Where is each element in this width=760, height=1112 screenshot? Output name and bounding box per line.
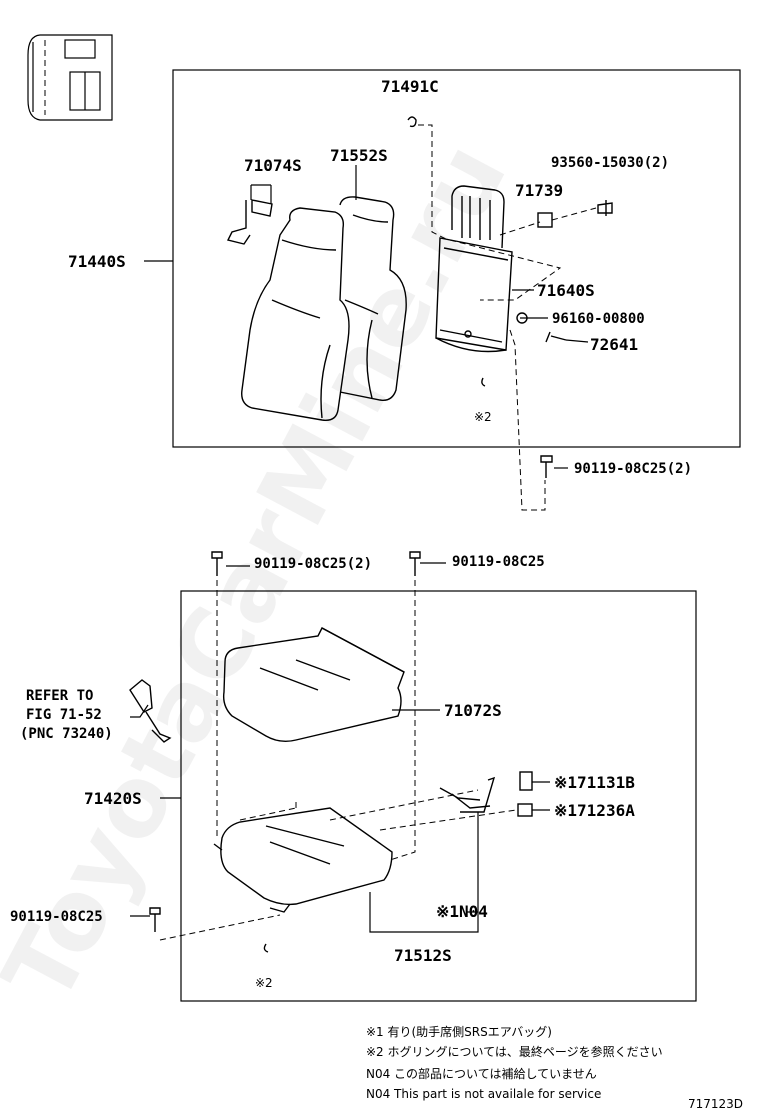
- bolt-90119-upper-illustration: [540, 455, 553, 478]
- vehicle-thumbnail: [27, 34, 113, 121]
- footnote-2: ※2 ホグリングについては、最終ページを参照ください: [366, 1044, 663, 1059]
- footnote-3: N04 この部品については補給していません: [366, 1066, 597, 1081]
- footnote-4: N04 This part is not availale for servic…: [366, 1087, 601, 1101]
- clip-71491c-illustration: [407, 116, 417, 128]
- wire-harness-illustration: [439, 776, 496, 813]
- label-72641[interactable]: 72641: [590, 335, 638, 354]
- part-171236a-illustration: [517, 803, 533, 817]
- bolt-90119-right-illustration: [409, 551, 421, 576]
- seat-belt-buckle-illustration: [129, 679, 172, 743]
- label-71739[interactable]: 71739: [515, 181, 563, 200]
- note-hog-ring-upper: ※2: [474, 410, 492, 424]
- bolt-90119-bottom-illustration: [149, 907, 161, 932]
- cushion-71739-illustration: [537, 212, 553, 228]
- refer-line-3[interactable]: (PNC 73240): [20, 726, 113, 742]
- figure-id: 717123D: [688, 1097, 743, 1111]
- footnote-1: ※1 有り(助手席側SRSエアバッグ): [366, 1024, 552, 1039]
- seat-cushion-pad-illustration: [213, 807, 393, 913]
- bolt-72641-illustration: [545, 331, 567, 343]
- seatback-assembly-frame: [172, 69, 741, 448]
- label-71552s[interactable]: 71552S: [330, 146, 388, 165]
- hinge-cover-illustration: [226, 199, 273, 245]
- label-71420s[interactable]: 71420S: [84, 789, 142, 808]
- hog-ring-lower-illustration: [263, 943, 269, 953]
- label-71512s[interactable]: 71512S: [394, 946, 452, 965]
- label-90119-08c25-upper[interactable]: 90119-08C25(2): [574, 461, 692, 477]
- label-71440s[interactable]: 71440S: [68, 252, 126, 271]
- label-171131b[interactable]: ※171131B: [554, 773, 635, 792]
- label-71640s[interactable]: 71640S: [537, 281, 595, 300]
- cushion-assembly-frame: [180, 590, 697, 1002]
- part-171131b-illustration: [519, 771, 533, 791]
- label-93560-15030[interactable]: 93560-15030(2): [551, 155, 669, 171]
- bolt-93560-illustration: [597, 200, 613, 216]
- hog-ring-upper-illustration: [481, 377, 486, 387]
- refer-line-2[interactable]: FIG 71-52: [26, 707, 102, 723]
- refer-line-1: REFER TO: [26, 688, 93, 704]
- label-71491c[interactable]: 71491C: [381, 77, 439, 96]
- bolt-90119-left-illustration: [211, 551, 223, 576]
- label-96160-00800[interactable]: 96160-00800: [552, 311, 645, 327]
- seatback-pad-illustration: [339, 196, 407, 401]
- label-90119-08c25-left[interactable]: 90119-08C25(2): [254, 556, 372, 572]
- seatback-cover-illustration: [241, 207, 350, 421]
- label-90119-08c25-bottom[interactable]: 90119-08C25: [10, 909, 103, 925]
- label-171236a[interactable]: ※171236A: [554, 801, 635, 820]
- label-n04[interactable]: ※1N04: [436, 902, 488, 921]
- note-hog-ring-lower: ※2: [255, 976, 273, 990]
- label-71072s[interactable]: 71072S: [444, 701, 502, 720]
- seat-cushion-cover-illustration: [222, 627, 405, 743]
- label-90119-08c25-right[interactable]: 90119-08C25: [452, 554, 545, 570]
- seatback-frame-illustration: [435, 185, 513, 353]
- label-71074s[interactable]: 71074S: [244, 156, 302, 175]
